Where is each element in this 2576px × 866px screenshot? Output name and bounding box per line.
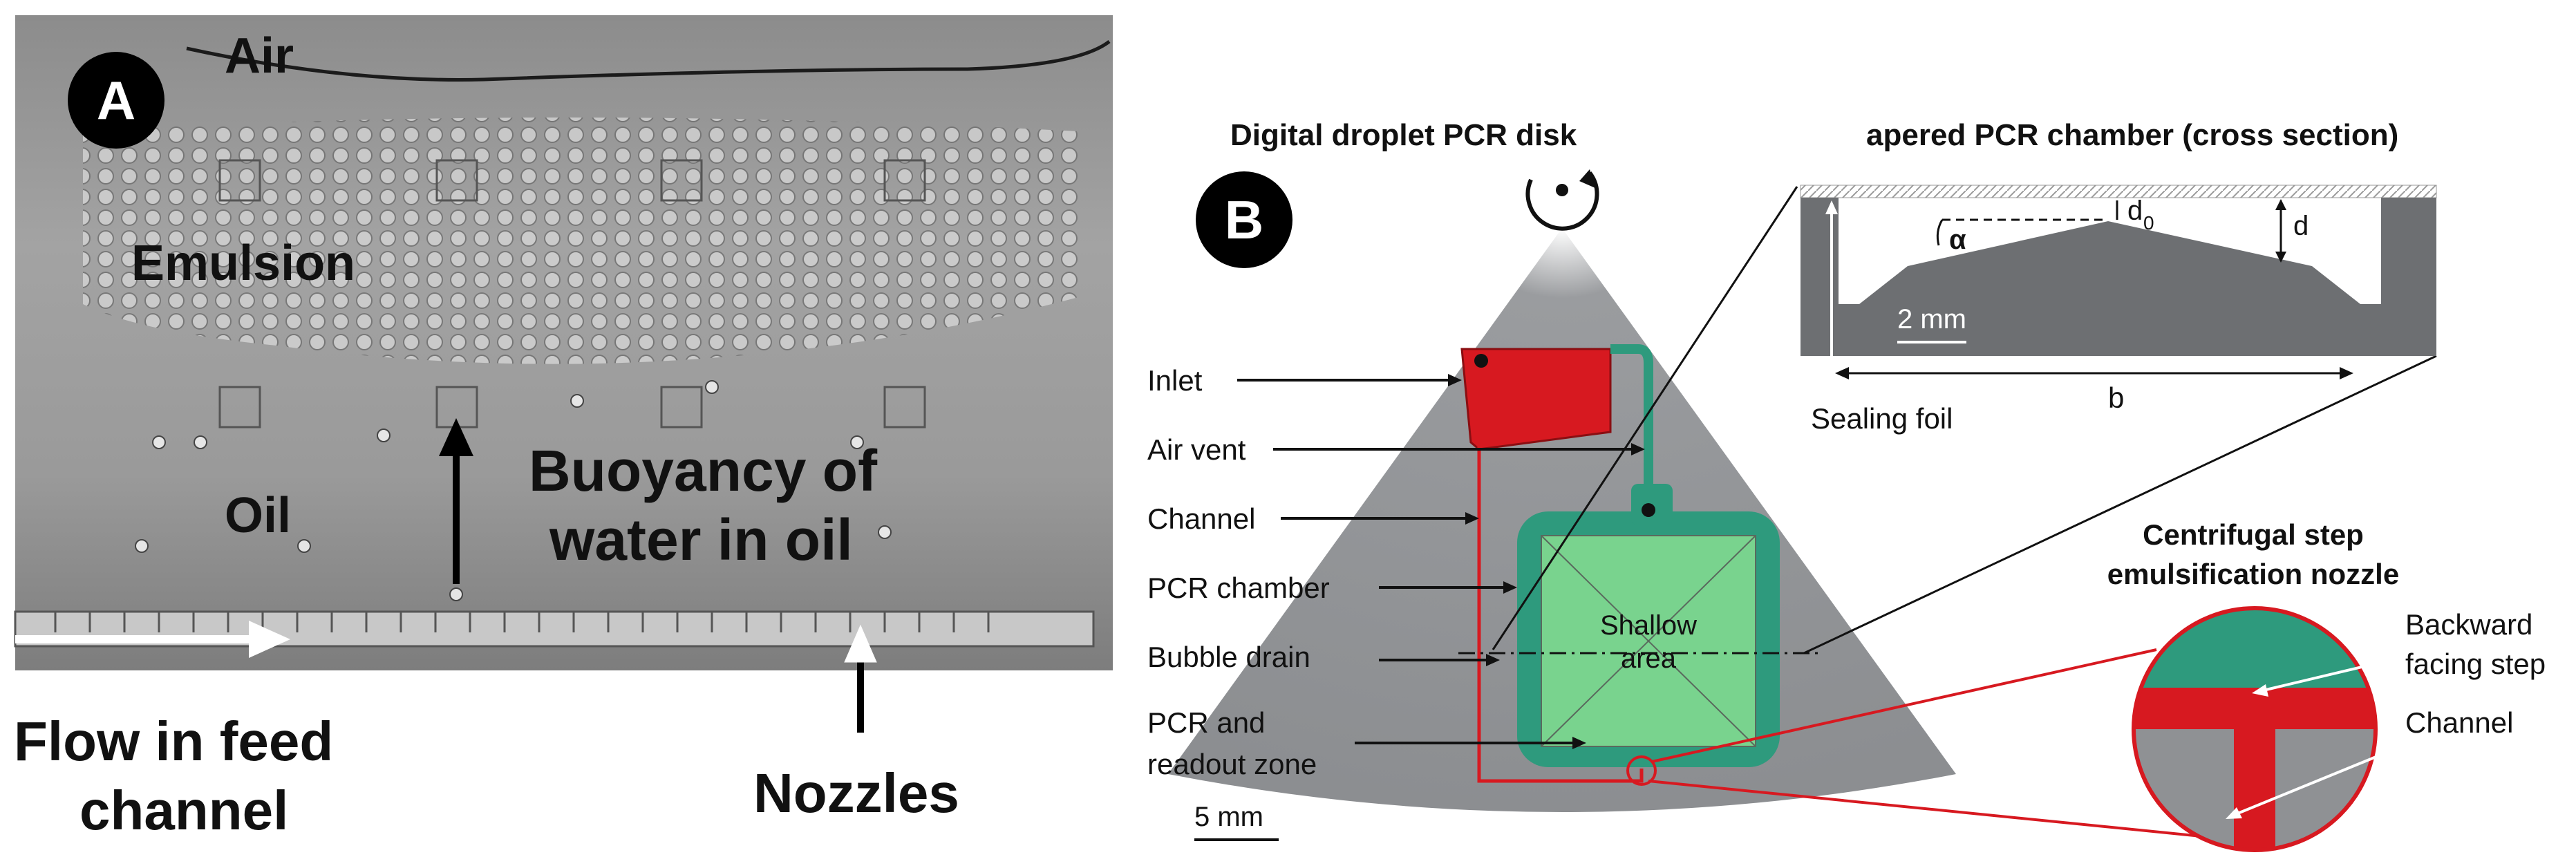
label-channel-zoom: Channel: [2405, 706, 2513, 739]
scale-5mm-label: 5 mm: [1194, 802, 1263, 832]
nozzle-arrow-head: [844, 624, 877, 663]
label-shallow-line2: area: [1621, 643, 1677, 674]
alpha-arc: [1936, 219, 1944, 246]
projection-line-left: [1492, 186, 1798, 650]
label-pcr-readout-line1: PCR and: [1147, 706, 1265, 739]
rotation-center-icon: [1556, 184, 1568, 196]
label-b: b: [2108, 382, 2124, 414]
label-shallow-line1: Shallow: [1600, 610, 1697, 641]
disk-title: Digital droplet PCR disk: [1230, 118, 1577, 152]
nozzle-zoom: [2134, 608, 2376, 850]
label-backward-line2: facing step: [2405, 648, 2546, 680]
label-flow-line2: channel: [79, 780, 288, 841]
label-air-vent: Air vent: [1147, 433, 1246, 466]
projection-line-right: [1803, 355, 2437, 655]
nozzle-title-line1: Centrifugal step: [2143, 518, 2364, 551]
leader-arrowheads: [1448, 374, 1645, 749]
feed-channel-red: [1477, 442, 1644, 783]
flow-arrow-head: [249, 621, 290, 658]
rotation-arc-icon: [1525, 171, 1599, 231]
badge-b-label: B: [1225, 189, 1263, 250]
nozzle-teeth: [54, 612, 990, 632]
nozzle-zoom-border: [2132, 606, 2378, 852]
b-arrow-right: [2340, 367, 2353, 379]
b-arrow-left: [1835, 367, 1849, 379]
nozzle-detail-marker: [1626, 755, 1657, 786]
sealing-foil-arrowhead: [1825, 200, 1838, 214]
label-sealing-foil: Sealing foil: [1811, 402, 1953, 435]
label-nozzles: Nozzles: [753, 762, 959, 824]
panel-b: Digital droplet PCR disk B Shallow area: [1147, 118, 2546, 852]
chamber-cross-section: [1801, 198, 2436, 356]
inlet-hole: [1474, 354, 1488, 368]
nozzle-title-line2: emulsification nozzle: [2107, 558, 2399, 590]
shallow-diagonal-2: [1541, 535, 1756, 747]
scale-2mm-label: 2 mm: [1897, 304, 1966, 335]
d-arrow-top: [2275, 199, 2286, 210]
label-emulsion: Emulsion: [131, 236, 355, 291]
badge-a-circle: [68, 52, 164, 149]
backward-step-arrowhead: [2252, 684, 2268, 697]
oil-droplets: [135, 380, 892, 601]
zoom-line-bottom: [1648, 780, 2202, 838]
rotation-arrowhead-icon: [1579, 169, 1595, 188]
label-d0: d: [2127, 196, 2143, 226]
label-bubble-drain: Bubble drain: [1147, 641, 1310, 673]
label-leaders: [1237, 379, 1638, 744]
vent-hole: [1642, 503, 1655, 517]
emulsion-region: [83, 117, 1078, 364]
air-interface-line: [186, 40, 1111, 82]
label-alpha: α: [1949, 225, 1966, 255]
cross-section-title: apered PCR chamber (cross section): [1866, 118, 2398, 152]
backward-step-leader: [2259, 655, 2406, 693]
buoyancy-arrow-head: [439, 418, 473, 456]
sealing-foil: [1800, 185, 2437, 198]
channel-zoom-arrowhead: [2226, 807, 2242, 819]
label-inlet: Inlet: [1147, 364, 1203, 397]
label-backward-line1: Backward: [2405, 608, 2532, 641]
label-oil: Oil: [225, 488, 291, 543]
panel-a: A Air Emulsion Oil Buoyancy of water in …: [14, 15, 1113, 841]
label-d: d: [2293, 211, 2309, 241]
badge-a-label: A: [97, 70, 135, 131]
label-buoyancy-line1: Buoyancy of: [529, 438, 878, 503]
d-arrow-bottom: [2275, 252, 2286, 263]
channel-zoom-leader: [2232, 752, 2385, 817]
badge-b-circle: [1196, 171, 1292, 268]
label-flow-line1: Flow in feed: [14, 710, 333, 772]
label-channel: Channel: [1147, 502, 1255, 535]
zoom-line-top: [1651, 648, 2157, 763]
label-pcr-chamber: PCR chamber: [1147, 572, 1330, 604]
label-pcr-readout-line2: readout zone: [1147, 748, 1317, 780]
label-d0-subscript: 0: [2143, 212, 2154, 234]
label-buoyancy-line2: water in oil: [549, 507, 853, 572]
inlet-chamber: [1460, 348, 1612, 451]
label-air: Air: [225, 28, 294, 84]
